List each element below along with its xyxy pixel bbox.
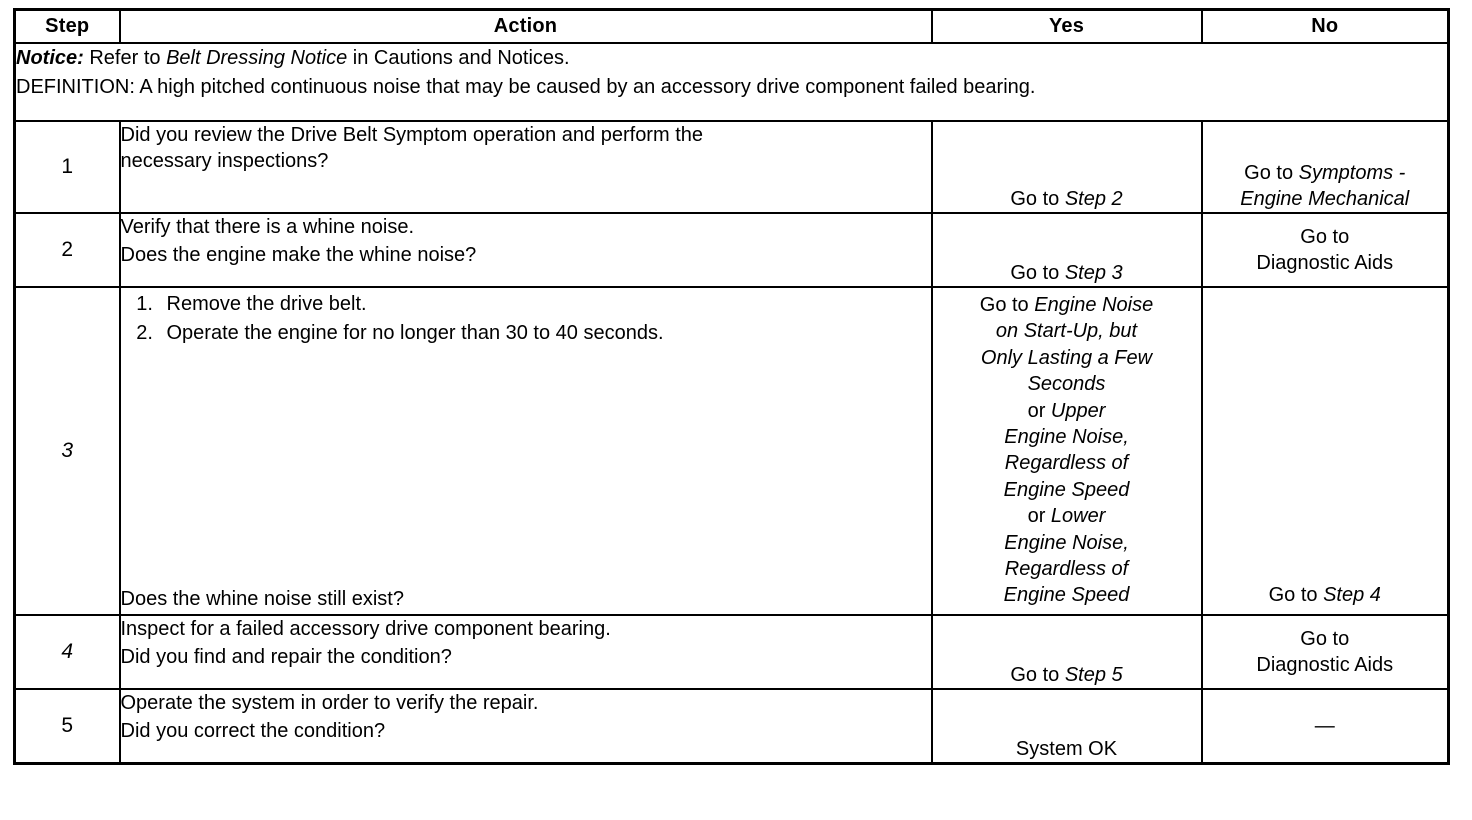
yes-3-italic: Regardless of (1004, 452, 1129, 475)
action-cell-2: Verify that there is a whine noise. Does… (118, 212, 933, 288)
action-3-wrapper: Remove the drive belt. Operate the engin… (121, 288, 931, 614)
yes-3-italic: Engine Noise (1034, 294, 1154, 316)
yes-cell-4: Go to Step 5 (930, 614, 1203, 690)
step-number-4: 4 (13, 614, 121, 690)
yes-3-line: Regardless of (1005, 450, 1128, 476)
no-cell-4: Go to Diagnostic Aids (1200, 614, 1450, 690)
yes-3-line: or Upper (1028, 398, 1106, 424)
action-3-question: Does the whine noise still exist? (120, 588, 404, 610)
yes-3-line: Engine Noise, (1004, 530, 1129, 556)
action-line-1b: necessary inspections? (120, 150, 329, 172)
column-header-yes: Yes (930, 8, 1203, 44)
step-number-3: 3 (13, 286, 121, 616)
action-line-4a: Inspect for a failed accessory drive com… (120, 618, 611, 640)
definition-line: DEFINITION: A high pitched continuous no… (16, 76, 1036, 98)
yes-3-italic: Upper (1050, 399, 1106, 422)
action-cell-5: Operate the system in order to verify th… (118, 688, 933, 765)
notice-text-pre: Refer to (83, 47, 167, 69)
action-cell-4: Inspect for a failed accessory drive com… (118, 614, 933, 690)
yes-3-italic: Engine Noise, (1004, 531, 1129, 554)
yes-3-line: Seconds (1028, 371, 1106, 397)
yes-3-line: Regardless of (1005, 556, 1128, 582)
diagnostic-table: Step Action Yes No Notice: Refer to Belt… (13, 8, 1450, 765)
yes-3-line: Engine Speed (1004, 477, 1130, 503)
yes-3-italic: Engine Noise, (1004, 425, 1129, 448)
yes-cell-3: Go to Engine Noise on Start-Up, but Only… (930, 286, 1203, 616)
yes-3-plain: or (1027, 399, 1051, 422)
no-cell-5: — (1200, 688, 1450, 765)
action-3-substeps: Remove the drive belt. Operate the engin… (121, 291, 931, 348)
yes-prefix-2: Go to (1010, 262, 1065, 284)
no-cell-1: Go to Symptoms - Engine Mechanical (1200, 120, 1450, 214)
yes-3-line: Engine Noise, (1004, 424, 1129, 450)
no-prefix-3: Go to (1268, 584, 1324, 606)
step-number-1: 1 (13, 120, 121, 214)
column-header-no: No (1200, 8, 1450, 44)
yes-3-plain: or (1027, 505, 1051, 528)
yes-cell-5: System OK (930, 688, 1203, 765)
action-cell-1: Did you review the Drive Belt Symptom op… (118, 120, 933, 214)
yes-target-4: Step 5 (1064, 664, 1123, 686)
yes-3-line: Go to Engine Noise (980, 292, 1153, 318)
table-row: 2 Verify that there is a whine noise. Do… (13, 212, 1450, 288)
no-line-1a: Go to Symptoms - (1203, 160, 1448, 186)
no-target-1b: Engine Mechanical (1240, 188, 1410, 210)
notice-cell: Notice: Refer to Belt Dressing Notice in… (13, 42, 1450, 122)
no-target-3: Step 4 (1323, 584, 1381, 606)
yes-3-stack: Go to Engine Noise on Start-Up, but Only… (933, 288, 1201, 609)
no-line-2a: Go to (1300, 226, 1350, 248)
no-line-4b: Diagnostic Aids (1256, 654, 1394, 676)
yes-prefix-1: Go to (1010, 188, 1065, 210)
yes-3-line: Engine Speed (1004, 582, 1130, 608)
yes-cell-1: Go to Step 2 (930, 120, 1203, 214)
table-row: 4 Inspect for a failed accessory drive c… (13, 614, 1450, 690)
table-row: 5 Operate the system in order to verify … (13, 688, 1450, 765)
no-cell-2: Go to Diagnostic Aids (1200, 212, 1450, 288)
column-header-action: Action (118, 8, 933, 44)
step-number-5: 5 (13, 688, 121, 765)
action-line-4b: Did you find and repair the condition? (120, 646, 452, 668)
yes-3-italic: Regardless of (1004, 557, 1129, 580)
yes-3-plain: Go to (979, 294, 1035, 316)
no-line-4a: Go to (1300, 628, 1350, 650)
no-line-2b: Diagnostic Aids (1256, 252, 1394, 274)
yes-3-line: or Lower (1028, 503, 1106, 529)
yes-3-italic: Engine Speed (1003, 478, 1130, 501)
notice-row: Notice: Refer to Belt Dressing Notice in… (13, 42, 1450, 122)
table-header: Step Action Yes No (13, 8, 1450, 44)
column-header-step: Step (13, 8, 121, 44)
action-line-1a: Did you review the Drive Belt Symptom op… (120, 124, 704, 146)
yes-target-2: Step 3 (1064, 262, 1123, 284)
list-item: Remove the drive belt. (159, 291, 931, 319)
action-cell-3: Remove the drive belt. Operate the engin… (118, 286, 933, 616)
table-body: Notice: Refer to Belt Dressing Notice in… (13, 42, 1450, 765)
yes-3-italic: Only Lasting a Few (980, 346, 1153, 369)
list-item: Operate the engine for no longer than 30… (159, 320, 931, 348)
table-row: 1 Did you review the Drive Belt Symptom … (13, 120, 1450, 214)
yes-target-1: Step 2 (1064, 188, 1123, 210)
no-prefix-1: Go to (1244, 162, 1299, 184)
yes-3-line: on Start-Up, but (996, 318, 1137, 344)
yes-3-line: Only Lasting a Few (981, 345, 1152, 371)
table-row: 3 Remove the drive belt. Operate the eng… (13, 286, 1450, 616)
notice-line-1: Notice: Refer to Belt Dressing Notice in… (16, 44, 1447, 73)
step-number-2: 2 (13, 212, 121, 288)
action-line-5b: Did you correct the condition? (120, 720, 386, 742)
notice-text-post: in Cautions and Notices. (347, 47, 570, 69)
notice-reference: Belt Dressing Notice (166, 47, 348, 69)
action-line-5a: Operate the system in order to verify th… (120, 692, 539, 714)
header-row: Step Action Yes No (13, 8, 1450, 44)
yes-3-italic: Engine Speed (1003, 584, 1130, 607)
no-cell-3: Go to Step 4 (1200, 286, 1450, 616)
no-target-1a: Symptoms - (1298, 162, 1406, 184)
yes-3-italic: Lower (1050, 505, 1106, 528)
action-line-2a: Verify that there is a whine noise. (120, 216, 415, 238)
notice-label: Notice: (16, 47, 84, 69)
action-line-2b: Does the engine make the whine noise? (120, 244, 477, 266)
yes-3-italic: on Start-Up, but (995, 320, 1138, 343)
yes-3-italic: Seconds (1027, 373, 1106, 396)
yes-cell-2: Go to Step 3 (930, 212, 1203, 288)
yes-prefix-4: Go to (1010, 664, 1065, 686)
